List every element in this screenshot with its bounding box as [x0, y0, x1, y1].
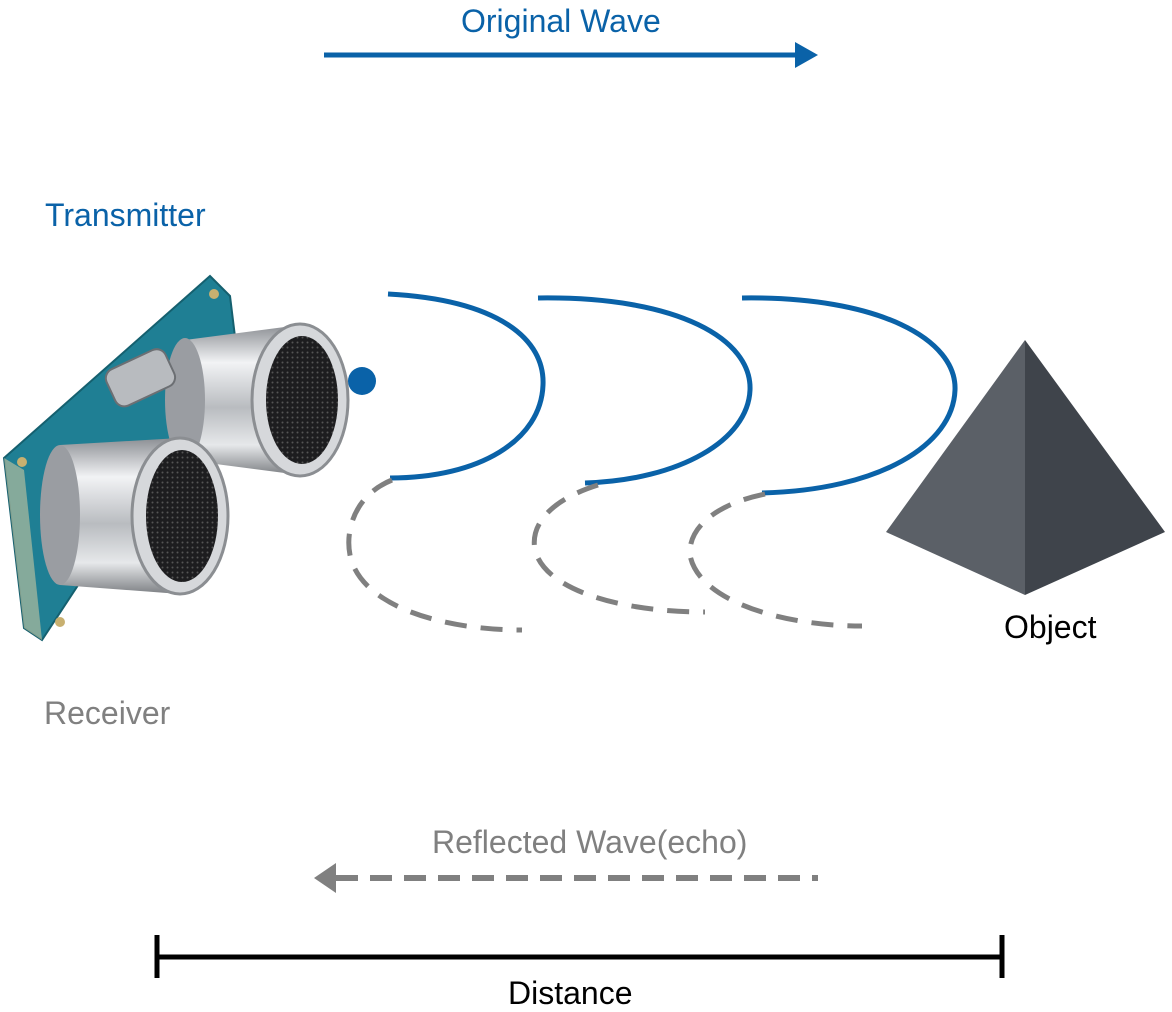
original-wave-arrow: [324, 42, 818, 68]
reflected-wave-arrow: [314, 863, 818, 893]
object-label: Object: [1004, 609, 1097, 645]
distance-label: Distance: [508, 975, 633, 1011]
reflected-wave-label: Reflected Wave(echo): [432, 824, 748, 860]
emitter-dot: [348, 367, 376, 395]
transmitted-wave-2: [537, 295, 753, 486]
reflected-wave-1: [346, 477, 523, 633]
transmitter-label: Transmitter: [45, 197, 206, 233]
distance-bar: [154, 935, 1005, 978]
receiver-label: Receiver: [44, 695, 171, 731]
transmitted-wave-1: [387, 291, 546, 481]
original-wave-label: Original Wave: [461, 3, 661, 39]
reflected-wave-3: [687, 491, 863, 629]
pyramid-object: [886, 340, 1165, 595]
transmitted-waves: [387, 291, 958, 496]
reflected-waves: [346, 477, 863, 633]
reflected-wave-2: [531, 482, 706, 615]
ultrasonic-sensor-image: [2, 274, 350, 642]
transmitted-wave-3: [741, 295, 958, 496]
